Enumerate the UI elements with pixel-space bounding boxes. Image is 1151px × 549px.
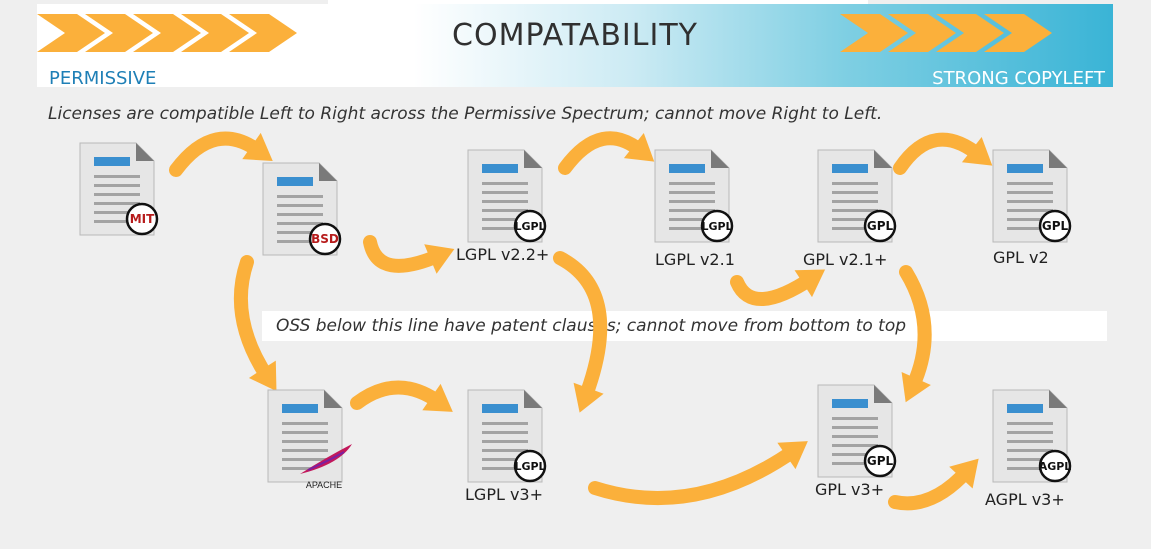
arrow-lgpl3-gpl3 (588, 441, 808, 505)
arrow-lgpl21-gpl21 (730, 269, 826, 306)
svg-text:MIT: MIT (130, 212, 155, 226)
license-label-gpl21: GPL v2.1+ (803, 250, 888, 269)
svg-text:LGPL: LGPL (701, 220, 732, 233)
strong-copyleft-label: STRONG COPYLEFT (932, 68, 1105, 89)
agpl-badge-icon: AGPL (1039, 449, 1072, 483)
svg-text:LGPL: LGPL (514, 460, 545, 473)
svg-text:GPL: GPL (867, 454, 894, 468)
svg-text:AGPL: AGPL (1039, 460, 1072, 473)
apache-logo-text: APACHE (306, 480, 342, 490)
arrow-mit-bsd (169, 131, 273, 177)
patent-line-bar: OSS below this line have patent clauses;… (262, 311, 1107, 341)
license-label-lgpl3: LGPL v3+ (465, 485, 544, 504)
license-doc-bsd: BSD (262, 162, 342, 256)
gpl-badge-icon: GPL (863, 444, 897, 478)
license-doc-gpl2: GPL (992, 149, 1072, 243)
svg-text:BSD: BSD (311, 232, 339, 246)
license-doc-apache: APACHE (267, 389, 352, 490)
license-doc-gpl21: GPL (817, 149, 897, 243)
license-doc-lgpl22: LGPL (467, 149, 547, 243)
arrow-gpl21-gpl2 (893, 132, 993, 175)
top-strip (328, 0, 868, 5)
license-label-gpl3: GPL v3+ (815, 480, 885, 499)
arrow-bsd-lgpl22 (363, 235, 455, 274)
lgpl-badge-icon: LGPL (513, 449, 547, 483)
svg-text:GPL: GPL (1042, 219, 1069, 233)
license-label-lgpl21: LGPL v2.1 (655, 250, 735, 269)
license-doc-mit: MIT (79, 142, 159, 236)
arrow-apache-lgpl3 (350, 380, 453, 412)
gpl-badge-icon: GPL (863, 209, 897, 243)
title-banner: COMPATABILITY PERMISSIVE STRONG COPYLEFT (37, 4, 1113, 89)
svg-text:LGPL: LGPL (514, 220, 545, 233)
subtitle: Licenses are compatible Left to Right ac… (48, 104, 883, 124)
license-label-agpl3: AGPL v3+ (985, 490, 1065, 509)
left-chevrons-icon (37, 14, 297, 52)
arrow-bsd-apache (233, 255, 277, 392)
lgpl-badge-icon: LGPL (513, 209, 547, 243)
license-doc-gpl3: GPL (817, 384, 897, 478)
svg-text:GPL: GPL (867, 219, 894, 233)
lgpl-badge-icon: LGPL (700, 209, 734, 243)
license-doc-lgpl21: LGPL (654, 149, 734, 243)
license-label-lgpl22: LGPL v2.2+ (456, 245, 550, 264)
gpl-badge-icon: GPL (1038, 209, 1072, 243)
arrow-lgpl22-lgpl21 (558, 131, 655, 175)
chevron-decoration (37, 14, 1052, 52)
arrow-gpl21-gpl3 (899, 265, 932, 403)
license-label-gpl2: GPL v2 (993, 248, 1049, 267)
arrow-lgpl22-lgpl3 (553, 251, 608, 413)
page-title: COMPATABILITY (452, 18, 698, 53)
bsd-badge-icon: BSD (308, 222, 342, 256)
arrow-gpl3-agpl3 (888, 458, 979, 511)
apache-feather-icon: APACHE (300, 444, 352, 490)
right-chevrons-icon (840, 14, 1052, 52)
mit-badge-icon: MIT (125, 202, 159, 236)
patent-note: OSS below this line have patent clauses;… (276, 316, 907, 336)
license-doc-agpl3: AGPL (992, 389, 1072, 483)
permissive-label: PERMISSIVE (49, 68, 157, 89)
license-doc-lgpl3: LGPL (467, 389, 547, 483)
